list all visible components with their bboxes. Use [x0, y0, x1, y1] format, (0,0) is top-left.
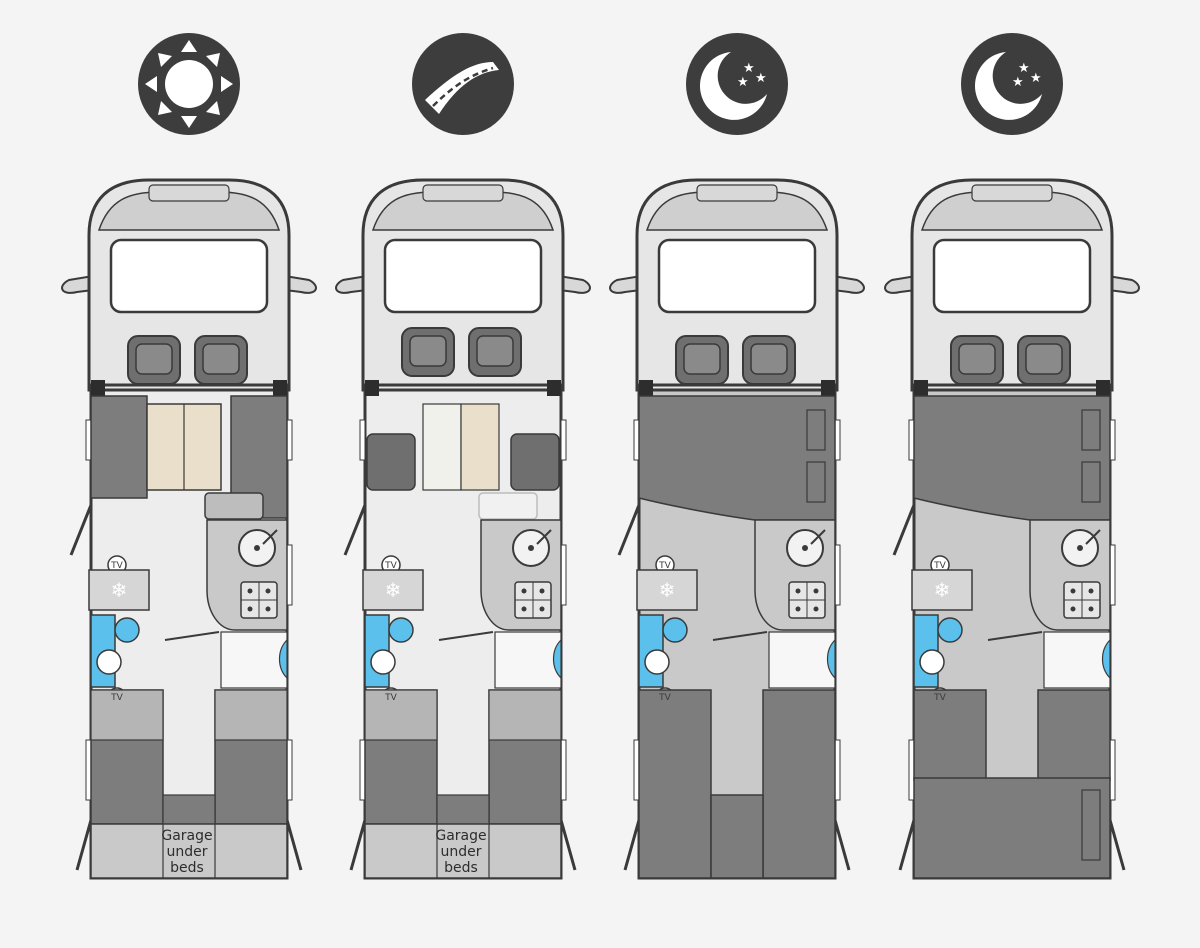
tv-label: TV [384, 561, 397, 571]
garage-label-line2: under [166, 844, 207, 860]
tv-labels: TV TV TV TV TV TV TV TV [110, 561, 946, 703]
garage-label-line3: beds [444, 860, 478, 876]
floorplan-night-b [883, 178, 1141, 880]
garage-label-drive: Garage under beds [435, 828, 486, 876]
floorplan-night-a [608, 178, 866, 880]
svg-text:★: ★ [1030, 71, 1042, 86]
garage-label-line2: under [440, 844, 481, 860]
svg-text:★: ★ [1018, 61, 1030, 76]
tv-label: TV [933, 693, 946, 703]
tv-label: TV [110, 693, 123, 703]
moon-icon: ★ ★ ★ [686, 33, 788, 135]
moon-icon: ★ ★ ★ [961, 33, 1063, 135]
tv-label: TV [658, 561, 671, 571]
garage-label-line1: Garage [161, 828, 212, 844]
floorplan-drive [334, 178, 592, 880]
svg-text:★: ★ [737, 75, 749, 90]
svg-text:★: ★ [743, 61, 755, 76]
tv-label: TV [658, 693, 671, 703]
sun-icon [138, 33, 240, 135]
garage-label-line1: Garage [435, 828, 486, 844]
svg-text:★: ★ [1012, 75, 1024, 90]
tv-label: TV [933, 561, 946, 571]
garage-label-day: Garage under beds [161, 828, 212, 876]
road-icon [412, 33, 514, 135]
garage-label-line3: beds [170, 860, 204, 876]
tv-label: TV [384, 693, 397, 703]
svg-text:★: ★ [755, 71, 767, 86]
tv-label: TV [110, 561, 123, 571]
floorplan-day [60, 178, 318, 880]
